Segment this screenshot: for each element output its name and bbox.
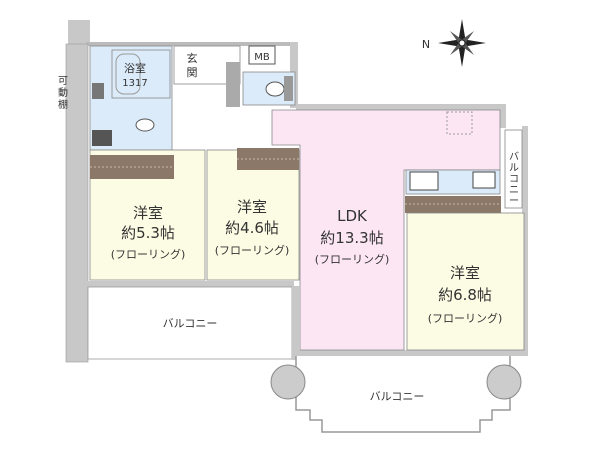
wall bbox=[65, 43, 89, 363]
room-name: LDK bbox=[337, 207, 368, 225]
wall bbox=[292, 286, 300, 360]
shelf bbox=[92, 83, 104, 99]
wall bbox=[522, 126, 528, 356]
balcony-label: コ bbox=[509, 174, 519, 185]
side-balcony bbox=[504, 129, 523, 209]
balcony-label: バルコニー bbox=[163, 317, 218, 330]
balcony-left bbox=[87, 286, 293, 360]
room-size: 約5.3帖 bbox=[121, 224, 175, 242]
shelf-label: 動 bbox=[58, 86, 68, 99]
bath-size: 1317 bbox=[122, 78, 147, 89]
shoe-cabinet bbox=[226, 62, 240, 107]
mb-box bbox=[248, 45, 276, 65]
western-room-3 bbox=[406, 212, 525, 351]
wall bbox=[86, 42, 296, 46]
room-size: 約4.6帖 bbox=[225, 219, 279, 237]
compass-north-label: N bbox=[422, 38, 430, 51]
toilet-icon bbox=[265, 81, 285, 97]
bath-label: 浴室 bbox=[124, 61, 146, 75]
column bbox=[486, 364, 522, 400]
closet bbox=[237, 148, 299, 170]
wall bbox=[86, 281, 294, 287]
bathtub bbox=[115, 53, 141, 95]
entrance-label: 玄 bbox=[187, 51, 198, 65]
room-floor: (フローリング) bbox=[111, 247, 186, 261]
balcony-label: ー bbox=[509, 196, 519, 207]
wall bbox=[292, 350, 528, 356]
stove-icon bbox=[472, 171, 496, 189]
room-floor: (フローリング) bbox=[428, 311, 503, 325]
mb-label: MB bbox=[254, 52, 270, 63]
room-size: 約13.3帖 bbox=[320, 229, 383, 247]
room-floor: (フローリング) bbox=[315, 252, 390, 266]
room-name: 洋室 bbox=[133, 204, 163, 222]
kitchen-sink bbox=[409, 171, 439, 191]
room-floor: (フローリング) bbox=[215, 243, 290, 257]
entrance-label: 関 bbox=[187, 66, 198, 79]
western-room-2 bbox=[206, 149, 300, 281]
compass-icon bbox=[438, 19, 486, 67]
sink bbox=[135, 118, 155, 132]
washer bbox=[92, 130, 112, 146]
column bbox=[270, 364, 306, 400]
balcony-label: ニ bbox=[509, 185, 519, 196]
shelf-label: 可 bbox=[58, 76, 68, 87]
wall bbox=[296, 104, 486, 110]
toilet-tank bbox=[284, 76, 293, 101]
shelf-label: 棚 bbox=[58, 98, 68, 111]
wall bbox=[68, 20, 90, 46]
balcony-label: ル bbox=[509, 163, 519, 174]
room-name: 洋室 bbox=[237, 198, 267, 216]
balcony-label: バルコニー bbox=[370, 390, 425, 403]
duct bbox=[446, 111, 473, 135]
bathtub-area bbox=[111, 49, 171, 99]
balcony-label: バ bbox=[509, 151, 519, 163]
room-size: 約6.8帖 bbox=[438, 286, 492, 304]
balcony-bottom bbox=[295, 356, 511, 433]
room-name: 洋室 bbox=[450, 264, 480, 282]
